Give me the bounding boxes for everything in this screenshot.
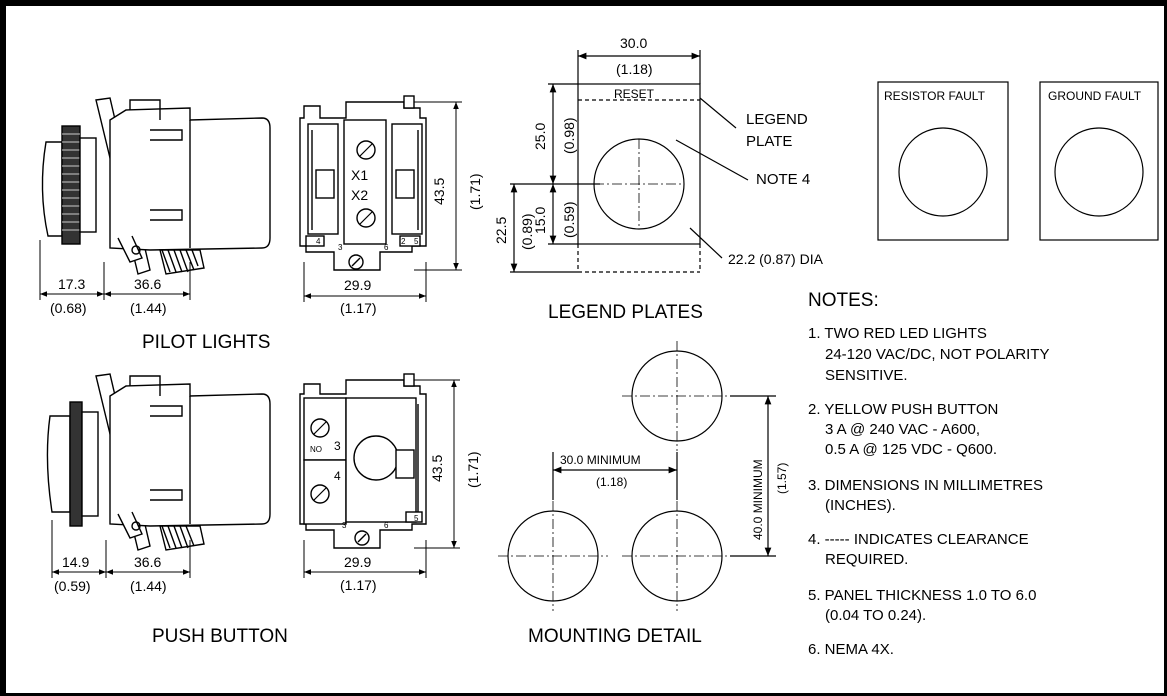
- push-term-4: 4: [334, 469, 341, 483]
- note-1-line-3: SENSITIVE.: [825, 367, 908, 384]
- legend-lower-in: (0.59): [561, 201, 577, 238]
- pilot-light-rear-view: [299, 95, 427, 271]
- caption-mounting-detail: MOUNTING DETAIL: [528, 626, 702, 647]
- resistor-fault-label: RESISTOR FAULT: [884, 89, 986, 103]
- push-depth-in: (1.44): [130, 578, 167, 594]
- push-pin-5: 5: [414, 514, 419, 523]
- legend-lower-mm: 15.0: [532, 207, 548, 234]
- caption-pilot-lights: PILOT LIGHTS: [142, 332, 270, 353]
- pilot-height-mm: 43.5: [431, 178, 447, 205]
- legend-width-in: (1.18): [616, 61, 653, 77]
- push-pin-3: 3: [342, 521, 347, 530]
- pilot-pin-5: 5: [414, 237, 419, 246]
- push-depth-mm: 36.6: [134, 554, 161, 570]
- push-no-label: NO: [310, 445, 322, 454]
- pilot-dimensions: [39, 240, 191, 300]
- note-3-line-1: 3. DIMENSIONS IN MILLIMETRES: [808, 477, 1043, 494]
- note-2-line-3: 0.5 A @ 125 VDC - Q600.: [825, 441, 997, 458]
- legend-width-mm: 30.0: [620, 35, 647, 51]
- legend-plate-label-1: LEGEND: [746, 111, 808, 128]
- pilot-depth-in: (1.44): [130, 300, 167, 316]
- push-front-in: (0.59): [54, 578, 91, 594]
- ground-fault-plate: [1039, 81, 1159, 241]
- pilot-light-side-view: [41, 97, 271, 275]
- mounting-v-min: 40.0 MINIMUM: [751, 459, 765, 540]
- note-1-line-2: 24-120 VAC/DC, NOT POLARITY: [825, 346, 1050, 363]
- push-rear-dimensions: [303, 379, 460, 578]
- pilot-pin-2: 2: [401, 237, 406, 246]
- note-1-line-1: 1. TWO RED LED LIGHTS: [808, 325, 987, 342]
- pilot-term-x2: X2: [351, 187, 368, 203]
- legend-dia-label: 22.2 (0.87) DIA: [728, 251, 824, 267]
- push-width-in: (1.17): [340, 577, 377, 593]
- note-3-line-2: (INCHES).: [825, 497, 896, 514]
- mounting-detail-drawing: [498, 341, 776, 611]
- legend-note4-label: NOTE 4: [756, 171, 810, 188]
- legend-total-mm: 22.5: [493, 217, 509, 244]
- pilot-width-mm: 29.9: [344, 277, 371, 293]
- push-width-mm: 29.9: [344, 554, 371, 570]
- pilot-pin-6: 6: [384, 243, 389, 252]
- pilot-width-in: (1.17): [340, 300, 377, 316]
- note-6: 6. NEMA 4X.: [808, 641, 894, 658]
- legend-upper-in: (0.98): [561, 117, 577, 154]
- legend-reset-label: RESET: [614, 87, 655, 101]
- pilot-front-mm: 17.3: [58, 276, 85, 292]
- resistor-fault-plate: [877, 81, 1009, 241]
- pilot-pin-3: 3: [338, 243, 343, 252]
- pilot-height-in: (1.71): [467, 173, 483, 210]
- pilot-depth-mm: 36.6: [134, 276, 161, 292]
- mounting-v-in: (1.57): [775, 463, 789, 494]
- ground-fault-label: GROUND FAULT: [1048, 89, 1142, 103]
- push-pin-6: 6: [384, 521, 389, 530]
- mounting-h-min: 30.0 MINIMUM: [560, 453, 641, 467]
- pilot-rear-dimensions: [303, 101, 462, 302]
- notes-title: NOTES:: [808, 290, 879, 311]
- pilot-term-x1: X1: [351, 167, 368, 183]
- push-height-in: (1.71): [465, 451, 481, 488]
- push-front-mm: 14.9: [62, 554, 89, 570]
- push-dimensions: [51, 520, 191, 578]
- legend-plate-drawing: [510, 50, 749, 273]
- notes-block: NOTES: 1. TWO RED LED LIGHTS 24-120 VAC/…: [808, 290, 1050, 658]
- push-button-rear-view: [299, 373, 427, 549]
- note-5-line-2: (0.04 TO 0.24).: [825, 607, 926, 624]
- note-5-line-1: 5. PANEL THICKNESS 1.0 TO 6.0: [808, 587, 1036, 604]
- push-button-side-view: [46, 373, 271, 551]
- push-height-mm: 43.5: [429, 455, 445, 482]
- legend-upper-mm: 25.0: [532, 123, 548, 150]
- caption-push-button: PUSH BUTTON: [152, 626, 288, 647]
- pilot-front-in: (0.68): [50, 300, 87, 316]
- note-4-line-1: 4. ----- INDICATES CLEARANCE: [808, 531, 1029, 548]
- note-4-line-2: REQUIRED.: [825, 551, 908, 568]
- mounting-h-in: (1.18): [596, 475, 627, 489]
- caption-legend-plates: LEGEND PLATES: [548, 302, 703, 323]
- note-2-line-2: 3 A @ 240 VAC - A600,: [825, 421, 980, 438]
- legend-plate-label-2: PLATE: [746, 133, 792, 150]
- pilot-pin-4: 4: [316, 237, 321, 246]
- push-term-3: 3: [334, 439, 341, 453]
- legend-total-in: (0.89): [519, 213, 535, 250]
- note-2-line-1: 2. YELLOW PUSH BUTTON: [808, 401, 998, 418]
